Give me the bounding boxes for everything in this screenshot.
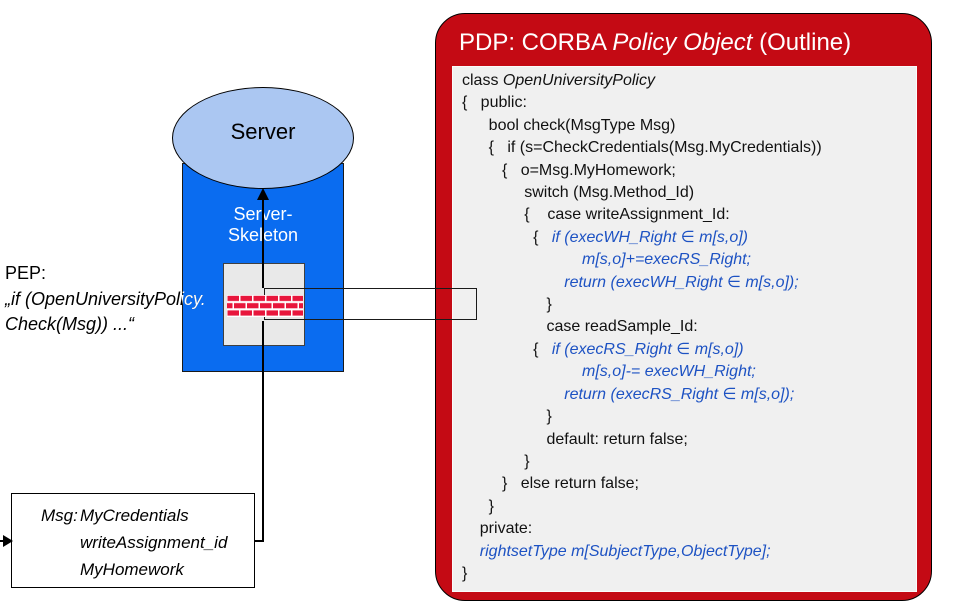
- pdp-title-prefix: PDP: CORBA: [459, 29, 613, 56]
- pdp-title-suffix: (Outline): [752, 29, 852, 56]
- pdp-title: PDP: CORBA Policy Object (Outline): [436, 14, 931, 57]
- code-segment: m[s,o]-= execWH_Right;: [582, 363, 756, 381]
- code-segment: [462, 363, 582, 380]
- code-line: return (execRS_Right ∈ m[s,o]);: [462, 384, 916, 406]
- code-segment: { public:: [462, 94, 527, 112]
- pep-code-line2: Check(Msg)) ...“: [5, 314, 135, 334]
- code-line: { if (execWH_Right ∈ m[s,o]): [462, 227, 916, 249]
- code-line: }: [462, 406, 916, 428]
- code-segment: default: return false;: [462, 430, 688, 448]
- server-label: Server: [230, 119, 296, 144]
- code-segment: if (execWH_Right ∈ m[s,o]): [551, 228, 749, 246]
- code-line: }: [462, 563, 916, 585]
- invocation-line-upper: [262, 199, 264, 288]
- code-segment: private:: [462, 520, 533, 538]
- msg-label: Msg:: [41, 506, 78, 525]
- pdp-code-panel: class OpenUniversityPolicy { public: bool…: [452, 66, 917, 592]
- code-segment: m[s,o]+=execRS_Right;: [582, 251, 751, 269]
- code-line: }: [462, 294, 916, 316]
- code-line: { public:: [462, 92, 916, 114]
- code-segment: } else return false;: [462, 475, 639, 493]
- code-line: { if (execRS_Right ∈ m[s,o]): [462, 339, 916, 361]
- code-segment: class: [462, 72, 503, 89]
- incoming-arrow-head: [3, 535, 13, 547]
- server-ellipse: Server: [172, 87, 354, 189]
- code-line: private:: [462, 518, 916, 540]
- code-segment: }: [462, 452, 530, 470]
- code-segment: [462, 543, 480, 560]
- pep-label: PEP:: [5, 263, 47, 283]
- code-line: m[s,o]-= execWH_Right;: [462, 361, 916, 383]
- code-line: class OpenUniversityPolicy: [462, 70, 916, 92]
- code-line: default: return false;: [462, 429, 916, 451]
- code-segment: return (execWH_Right ∈ m[s,o]);: [564, 273, 799, 291]
- msg-value: writeAssignment_id: [80, 533, 228, 552]
- code-segment: }: [462, 296, 552, 314]
- code-line: rightsetType m[SubjectType,ObjectType];: [462, 541, 916, 563]
- code-segment: switch (Msg.Method_Id): [462, 184, 695, 202]
- pdp-title-italic: Policy Object: [612, 29, 753, 56]
- pep-annotation: PEP: „if (OpenUniversityPolicy. Check(Ms…: [5, 261, 206, 338]
- policy-code-listing: class OpenUniversityPolicy { public: bool…: [453, 67, 916, 585]
- code-line: return (execWH_Right ∈ m[s,o]);: [462, 272, 916, 294]
- invocation-line-lower: [262, 321, 264, 541]
- code-segment: [462, 274, 564, 291]
- code-segment: }: [462, 564, 468, 582]
- code-segment: [462, 386, 564, 403]
- code-line: } else return false;: [462, 473, 916, 495]
- pep-code-line1: „if (OpenUniversityPolicy.: [5, 288, 206, 309]
- code-line: { o=Msg.MyHomework;: [462, 160, 916, 182]
- code-segment: rightsetType m[SubjectType,ObjectType];: [479, 542, 771, 560]
- msg-value: MyCredentials: [80, 506, 189, 525]
- code-line: }: [462, 451, 916, 473]
- code-segment: { case writeAssignment_Id:: [462, 206, 730, 224]
- incoming-arrow-line: [0, 540, 5, 542]
- code-line: bool check(MsgType Msg): [462, 115, 916, 137]
- pep-annotation-overlay: PEP: „if (OpenUniversityPolicy. Check(Ms…: [5, 263, 206, 334]
- code-line: case readSample_Id:: [462, 316, 916, 338]
- code-segment: case readSample_Id:: [462, 318, 698, 336]
- code-segment: { if (s=CheckCredentials(Msg.MyCredentia…: [462, 139, 822, 157]
- code-line: m[s,o]+=execRS_Right;: [462, 249, 916, 271]
- msg-box-connector: [255, 540, 264, 542]
- code-segment: return (execRS_Right ∈ m[s,o]);: [564, 385, 795, 403]
- code-segment: }: [462, 408, 552, 426]
- code-segment: if (execRS_Right ∈ m[s,o]): [551, 340, 744, 358]
- code-line: switch (Msg.Method_Id): [462, 182, 916, 204]
- code-segment: {: [462, 228, 552, 246]
- code-segment: {: [462, 340, 552, 358]
- msg-value: MyHomework: [80, 560, 184, 579]
- code-line: { if (s=CheckCredentials(Msg.MyCredentia…: [462, 137, 916, 159]
- brick-wall-icon: [227, 295, 303, 317]
- arrow-up-head: [257, 188, 269, 200]
- code-segment: bool check(MsgType Msg): [462, 116, 676, 134]
- code-line: }: [462, 496, 916, 518]
- code-line: { case writeAssignment_Id:: [462, 204, 916, 226]
- code-segment: [462, 251, 582, 268]
- code-segment: OpenUniversityPolicy: [502, 72, 655, 89]
- code-segment: { o=Msg.MyHomework;: [462, 161, 676, 179]
- code-segment: }: [462, 497, 495, 515]
